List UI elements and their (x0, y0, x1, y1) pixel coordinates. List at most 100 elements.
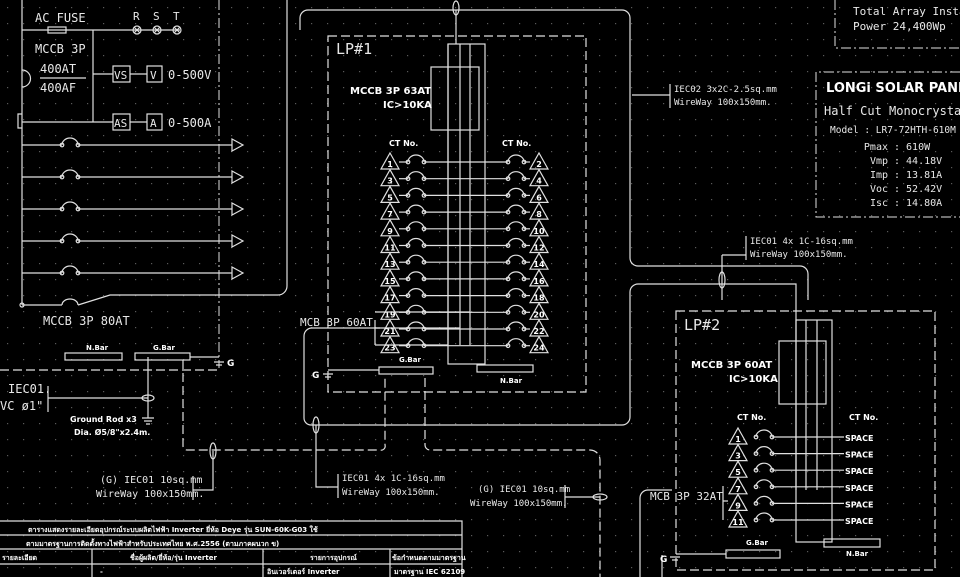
spec-name: Pmax (864, 142, 888, 153)
main-gbar-label: G.Bar (153, 344, 175, 352)
breaker-contact (405, 326, 411, 332)
outgoing-circuit[interactable] (22, 201, 245, 217)
breaker-contact (405, 276, 411, 282)
ac-fuse-label: AC FUSE (35, 11, 86, 25)
lp1-ct-header-left: CT No. (389, 139, 418, 148)
panel-type: Half Cut Monocrystalline (824, 104, 960, 118)
main-g-symbol: G (227, 359, 234, 369)
spec-value: : 44.18V (894, 156, 942, 167)
lp2-feeder-label: MCB 3P 32AT (650, 490, 723, 503)
lp1-circuit-left-number: 21 (384, 327, 396, 336)
lp1-panel[interactable]: LP#1 MCCB 3P 63AT IC>10KA CT No. CT No. … (300, 35, 587, 393)
breaker-contact (505, 293, 511, 299)
lp1-circuit-right-number: 20 (533, 310, 545, 319)
lp2-circuit-right-label: SPACE (845, 434, 873, 443)
voltmeter: V (150, 69, 157, 82)
array-info-line2: Power 24,400Wp (853, 20, 946, 33)
feeder-cables: IEC02 3x2C-2.5sq.mm WireWay 100x150mm. I… (299, 0, 853, 577)
table-cell-2: มาตรฐาน IEC 62109 (394, 568, 465, 577)
spec-value: : 13.81A (894, 170, 942, 181)
lp1-circuit-left-number: 17 (384, 294, 395, 303)
lp1-circuit-right-number: 8 (536, 210, 542, 219)
table-header-0: รายละเอียด (2, 554, 38, 562)
spec-name: Vmp (870, 156, 888, 167)
breaker-contact (405, 159, 411, 165)
arrow-icon (231, 137, 245, 153)
breaker-contact (405, 226, 411, 232)
table-header-1: ชื่อผู้ผลิต/ยี่ห้อ/รุ่น Inverter (130, 552, 217, 563)
breaker-contact (405, 343, 411, 349)
lp2-circuit-right-label: SPACE (845, 451, 873, 460)
lp2-title: LP#2 (684, 316, 720, 334)
lp1-circuit-left-number: 19 (384, 310, 396, 319)
lp2-nbar-label: N.Bar (846, 550, 869, 558)
lp1-circuit-right-number: 6 (536, 193, 542, 202)
lp1-breaker-ic: IC>10KA (383, 100, 432, 111)
breaker-contact (505, 343, 511, 349)
main-mccb-at: 400AT (40, 62, 76, 76)
lp2-circuit-row[interactable]: 11 SPACE (727, 509, 873, 528)
iec01-lp1-cable-label: IEC01 4x 1C-16sq.mm (342, 474, 445, 484)
lp1-circuit-left-number: 9 (387, 227, 393, 236)
lp2-circuit-left-number: 1 (735, 435, 741, 444)
lp2-circuit-right-label: SPACE (845, 467, 873, 476)
lp1-circuit-left-number: 7 (387, 210, 393, 219)
outgoing-circuit[interactable] (22, 265, 245, 281)
lp2-circuit-right-label: SPACE (845, 484, 873, 493)
table-cell-0: - (100, 568, 103, 576)
lp2-circuit-left-number: 11 (732, 518, 744, 527)
breaker-contact (505, 243, 511, 248)
spec-name: Imp (870, 170, 888, 181)
lp2-circuit-right-label: SPACE (845, 517, 873, 526)
lp2-circuit-row[interactable]: 3 SPACE (727, 443, 873, 462)
circuit-triangle-icon (727, 509, 749, 528)
arrow-icon (231, 169, 245, 185)
lp2-circuit-left-number: 3 (735, 452, 741, 461)
lp2-panel[interactable]: LP#2 MCCB 3P 60AT IC>10KA CT No. CT No. … (650, 310, 936, 571)
iec01-lp2-cable-label: IEC01 4x 1C-16sq.mm (750, 237, 853, 247)
lp2-breaker-ic: IC>10KA (729, 374, 778, 385)
lp1-circuit-left-number: 1 (387, 160, 393, 169)
vs-switch: VS (114, 69, 127, 82)
lp1-feeder-label: MCB 3P 60AT (300, 316, 373, 329)
spec-value: : 610W (894, 142, 931, 153)
breaker-contact (753, 517, 759, 523)
outgoing-circuit[interactable] (22, 137, 245, 153)
panel-model: Model : LR7-72HTH-610M (830, 125, 956, 136)
breaker-contact (753, 434, 759, 440)
arrow-icon (231, 233, 245, 249)
lp1-ct-header-right: CT No. (502, 139, 531, 148)
outgoing-circuit[interactable] (22, 233, 245, 249)
lp1-feeder-taps (375, 311, 470, 346)
breaker-contact (505, 276, 511, 282)
title-row-2: ตามมาตรฐานการติดตั้งทางไฟฟ้าสำหรับประเทศ… (26, 537, 279, 549)
g-iec01-cable-label: (G) IEC01 10sq.mm (478, 485, 570, 495)
lp2-circuit-right-label: SPACE (845, 500, 873, 509)
breaker-contact (753, 484, 759, 490)
main-nbar (64, 352, 123, 361)
title-block-table: ตารางแสดงรายละเอียดอุปกรณ์ระบบผลิตไฟฟ้า … (0, 520, 466, 577)
lp1-nbar-label: N.Bar (500, 377, 523, 385)
g-cable-label-1: (G) IEC01 10sq.mm (100, 475, 202, 486)
array-info-box: Total Array Installed Power 24,400Wp (834, 0, 960, 49)
lp2-ct-header-left: CT No. (737, 413, 766, 422)
arrow-icon (231, 265, 245, 281)
lp1-circuit-right-number: 16 (533, 277, 545, 286)
ac-fuse-symbol (47, 26, 67, 34)
breaker-contact (505, 326, 511, 332)
ground-rod-label: Ground Rod x3 (70, 415, 137, 424)
breaker-contact (59, 142, 65, 148)
breaker-contact (405, 209, 411, 215)
lp1-nbar (476, 364, 534, 373)
lp1-circuit-right-number: 2 (536, 160, 542, 169)
phase-s-label: S (153, 10, 160, 23)
iec02-wireway-label: WireWay 100x150mm. (674, 98, 772, 108)
outgoing-circuit[interactable] (22, 169, 245, 185)
